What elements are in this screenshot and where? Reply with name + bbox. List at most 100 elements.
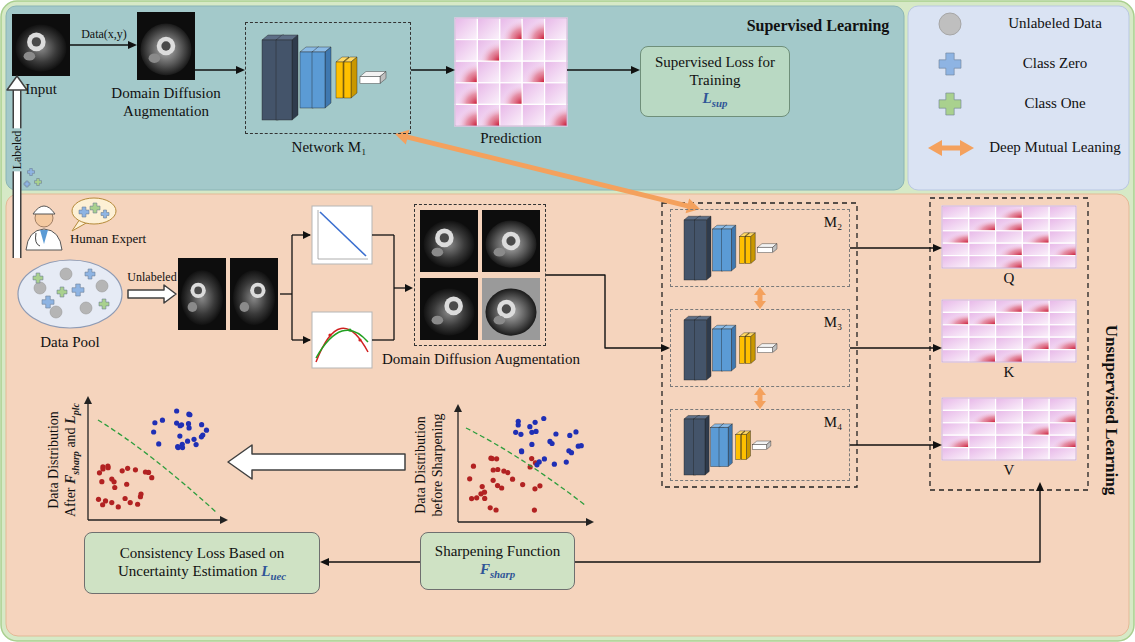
data-point <box>109 500 114 505</box>
scan-body <box>485 289 536 336</box>
connector-line <box>411 69 447 70</box>
connector-arrowhead <box>661 344 670 352</box>
scan-cavity <box>449 301 458 310</box>
connector-line <box>758 294 763 302</box>
data-point <box>513 430 518 435</box>
layer-front <box>360 77 380 84</box>
grid-cell <box>1022 350 1049 362</box>
grid-highlight <box>1022 423 1049 435</box>
layer-front <box>695 320 707 380</box>
augmented-image: Domain Diffusion Augmentation <box>137 12 195 80</box>
layer-front <box>713 229 723 271</box>
axis-line <box>457 410 458 522</box>
grid-cell <box>477 104 499 126</box>
layer-side <box>707 316 712 380</box>
grid-cell <box>942 325 969 337</box>
flow-arrowhead <box>405 284 413 292</box>
grid-highlight <box>969 312 996 324</box>
grid-highlight <box>969 218 996 230</box>
data-point <box>569 450 574 455</box>
grid-cell <box>996 423 1023 435</box>
grid-cell <box>1022 218 1049 230</box>
connector <box>7 76 27 258</box>
grid-cell <box>996 256 1023 268</box>
data-point <box>541 416 546 421</box>
label-holder: Data Distribution AfterFsharpandLplc <box>46 385 82 535</box>
grid-cell <box>1049 312 1076 324</box>
connector-arrowhead <box>236 66 245 74</box>
layer-side <box>773 244 778 253</box>
scan-detail <box>188 302 198 312</box>
connector-outline <box>13 89 22 258</box>
flow-line <box>372 339 394 340</box>
note-label: plc <box>70 403 81 415</box>
grid-highlight <box>455 83 477 105</box>
box-line: Consistency Loss Based on Uncertainty Es… <box>93 544 311 583</box>
legend-text: Class One <box>1024 95 1085 111</box>
axis-arrowhead <box>220 516 228 524</box>
grid-cell <box>969 312 996 324</box>
data-point <box>467 476 472 481</box>
data-point <box>204 428 209 433</box>
grid-cell <box>1022 448 1049 460</box>
layer-side <box>751 333 756 364</box>
supervised-ground <box>6 6 904 190</box>
node-label: Network M₁ <box>292 139 367 155</box>
data-point <box>529 456 534 461</box>
grid-cell <box>522 61 544 83</box>
class-cross <box>28 169 35 176</box>
output-grid: K <box>942 300 1076 384</box>
grid-cell <box>545 61 567 83</box>
data-point <box>185 439 190 444</box>
node-label: M₂ <box>824 214 843 230</box>
node-label-holder: Unsupervised Learning <box>1101 325 1121 496</box>
grid-cell <box>969 243 996 255</box>
connector <box>850 244 942 252</box>
consistency-box: Consistency Loss Based on Uncertainty Es… <box>84 532 320 594</box>
grid-cell <box>1049 398 1076 410</box>
grid-cell <box>942 218 969 230</box>
legend-arrowhead <box>928 140 942 156</box>
data-point <box>143 469 148 474</box>
connector-line <box>575 490 1040 562</box>
grid-cell <box>1049 243 1076 255</box>
grid-cell <box>477 83 499 105</box>
connector-arrowhead <box>933 441 942 449</box>
data-point <box>537 483 542 488</box>
scan-body <box>15 25 66 72</box>
data-point <box>532 486 537 491</box>
data-point <box>100 466 105 471</box>
data-point <box>533 420 538 425</box>
layer-front <box>758 247 773 252</box>
layer-side <box>325 47 331 108</box>
grid-cell <box>545 40 567 62</box>
data-point <box>519 449 524 454</box>
data-point <box>176 445 181 450</box>
layer-front <box>336 62 343 98</box>
supervised-panel: Supervised LearningInputDomain Diffusion… <box>6 6 904 190</box>
data-point <box>100 502 105 507</box>
grid-cell <box>1022 325 1049 337</box>
scan-detail <box>494 248 506 257</box>
layer-front <box>713 329 723 371</box>
connector-line <box>14 89 20 258</box>
grid-cell <box>942 243 969 255</box>
connector <box>850 344 942 352</box>
formula-line: Fsharp <box>480 560 515 581</box>
hollow-arrow <box>128 285 176 303</box>
connector-arrowhead <box>320 558 329 566</box>
data-point <box>116 504 121 509</box>
data-point <box>488 505 493 510</box>
connector <box>395 130 700 213</box>
scan-organ <box>502 232 521 251</box>
data-point <box>175 444 180 449</box>
plot-axis <box>318 259 368 260</box>
scan-ground <box>12 14 70 76</box>
grid-cell <box>942 435 969 447</box>
grid-cell <box>942 300 969 312</box>
plot-point <box>348 328 351 331</box>
node-label: Prediction <box>480 130 542 146</box>
grid-highlight <box>1022 231 1049 243</box>
class-cross <box>24 181 30 187</box>
grid-cell <box>996 325 1023 337</box>
